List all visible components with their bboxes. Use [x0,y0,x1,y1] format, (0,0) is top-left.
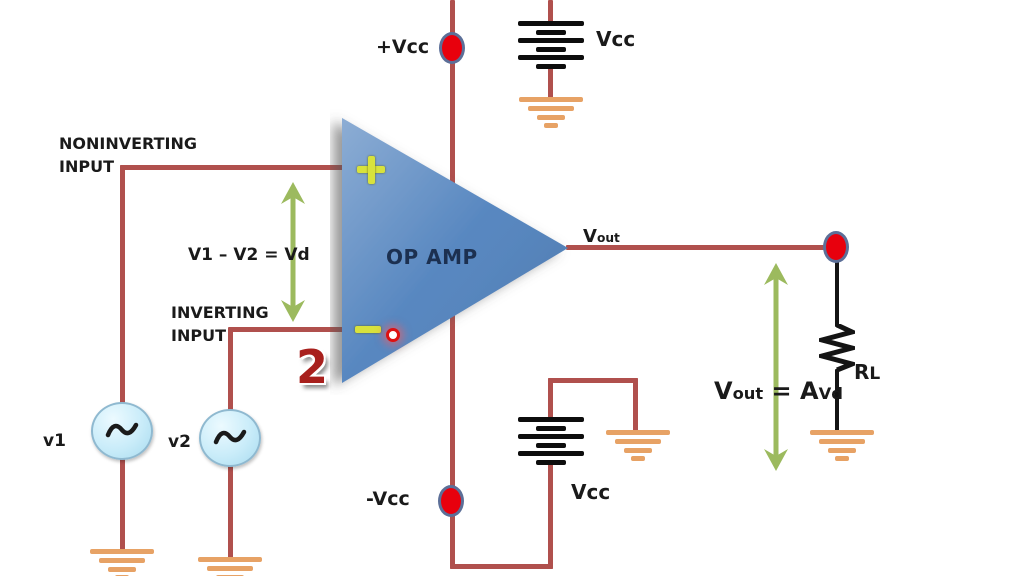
plus-icon [357,156,386,185]
inverting-input-label: INVERTING INPUT [171,303,269,346]
wire-pos-battery-bottom [548,66,553,100]
load-resistor-label: RL [854,360,881,384]
v1-label: v1 [43,431,66,451]
differential-voltage-arrow [281,182,305,322]
wire-inverting-input [230,327,355,332]
sine-icon [213,429,247,445]
wire-v1-upper [120,165,125,405]
ground-icon-v1 [90,549,154,576]
wire-v2-lower [228,463,233,559]
minus-vcc-label: -Vcc [366,488,410,510]
plus-vcc-label: +Vcc [376,36,430,58]
wire-pos-battery-top [548,0,553,23]
wire-neg-battery-bottom [548,462,553,569]
wire-noninverting-input [120,165,355,170]
wire-bottom-horizontal [450,564,553,569]
wire-output [566,245,828,250]
wire-v2-upper [228,327,233,413]
step-number: 2 [296,340,329,394]
wire-neg-battery-top [548,378,553,420]
battery-icon-bottom [518,417,584,467]
ac-source-v1 [91,402,153,460]
wire-load-upper [835,261,839,327]
wire-neg-battery-horizontal [548,378,638,383]
resistor-icon [819,324,855,373]
battery-icon-top [518,21,584,71]
node-plus-vcc [439,32,465,64]
opamp-title: OP AMP [386,245,478,269]
ground-icon-top [519,97,583,131]
ground-icon-v2 [198,557,262,576]
inverting-terminal-dot [386,328,400,342]
wire-load-lower [835,369,839,433]
minus-icon [355,326,381,333]
vcc-top-label: Vcc [596,27,636,51]
output-formula-label: Vout = AVd [714,376,843,405]
v2-label: v2 [168,432,191,452]
noninverting-input-label: NONINVERTING INPUT [59,134,198,177]
opamp-triangle [342,118,568,383]
vcc-bottom-label: Vcc [571,480,611,504]
sine-icon [105,422,139,438]
wire-neg-ground-vertical [633,378,638,434]
output-voltage-arrow [764,263,788,471]
ground-icon-load [810,430,874,464]
vout-label: Vout [583,226,620,248]
node-minus-vcc [438,485,464,517]
differential-formula-label: V1 – V2 = Vd [188,245,310,265]
ac-source-v2 [199,409,261,467]
node-output [823,231,849,263]
wire-v1-lower [120,457,125,552]
ground-icon-neg-supply [606,430,670,464]
